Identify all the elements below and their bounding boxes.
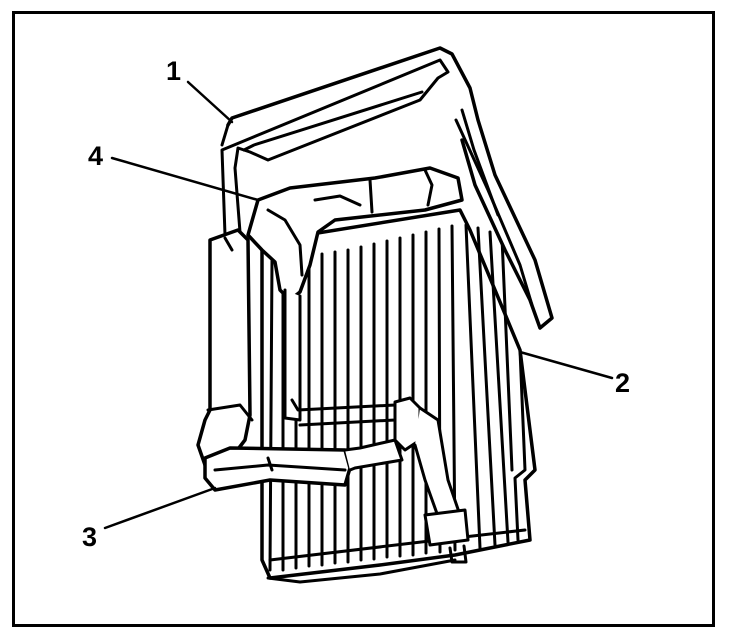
block-fitting: [203, 396, 470, 564]
callout-2: 2: [615, 368, 630, 398]
leader-line-1: [186, 80, 234, 124]
leader-line-4: [110, 156, 260, 202]
callout-1: 1: [166, 56, 181, 86]
upper-pipe: [246, 166, 464, 427]
callout-4: 4: [88, 141, 103, 171]
leader-lines: [103, 80, 614, 530]
left-hose: [196, 228, 254, 472]
callout-3: 3: [82, 522, 97, 552]
evaporator-seal: [220, 46, 554, 330]
leader-line-2: [518, 350, 614, 380]
leader-line-3: [103, 486, 217, 530]
